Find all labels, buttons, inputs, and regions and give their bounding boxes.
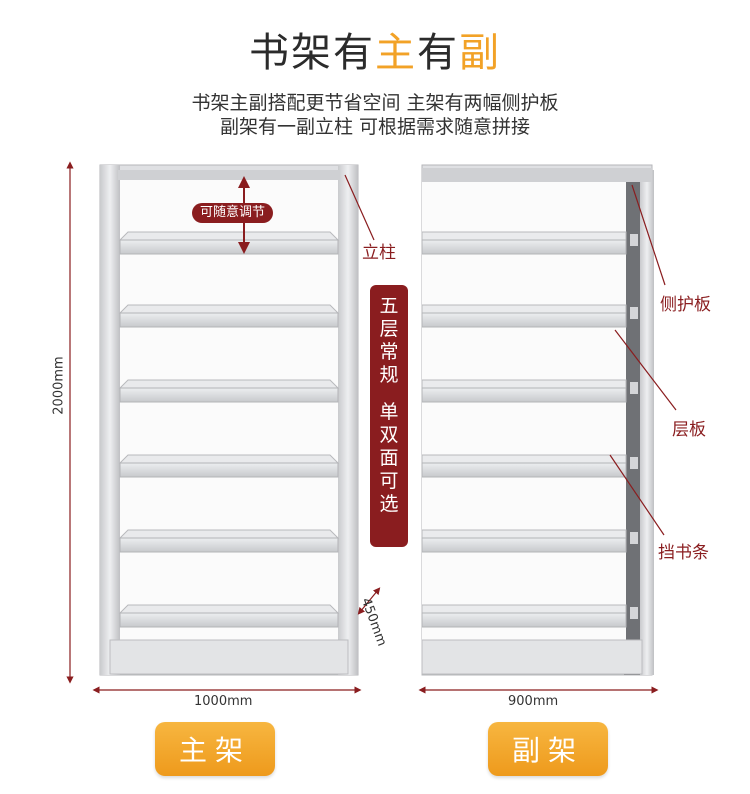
sub-shelf-board [421,454,627,464]
main-shelf-front [119,387,339,403]
sub-shelf-board [421,231,627,241]
banner-char: 常 [379,341,399,363]
main-shelf-front [119,612,339,628]
title-part-1: 书架有 [249,30,375,76]
sub-shelf-slot [630,307,638,319]
main-shelf-board [118,604,340,614]
main-shelf-board [118,304,340,314]
sub-width-label: 900mm [508,694,559,709]
banner-char: 面 [379,447,399,469]
adjustable-badge: 可随意调节 [192,203,274,223]
sub-shelf-board [421,379,627,389]
main-shelf-button[interactable]: 主架 [155,722,275,776]
main-shelf-front [119,239,339,255]
sub-shelf-front [421,387,627,403]
leader-book-stop [609,454,665,536]
banner-char: 层 [379,318,399,340]
page-title: 书架有主有副 [0,20,750,78]
banner-char: 单 [379,401,399,423]
sub-shelf-slot [630,457,638,469]
banner-char: 选 [379,493,399,515]
banner-char: 五 [379,295,399,317]
layers-banner: 五 层 常 规 单 双 面 可 选 [370,285,408,547]
sub-shelf-unit [421,164,654,676]
leader-side-panel [631,184,666,286]
sub-shelf-front [421,462,627,478]
sub-shelf-front [421,312,627,328]
title-part-2: 有 [417,30,459,76]
banner-char: 可 [379,470,399,492]
main-shelf-unit [99,164,359,676]
main-shelf-board [118,231,340,241]
title-accent-sub: 副 [459,30,501,76]
label-column: 立柱 [362,243,396,263]
sub-shelf-front [421,537,627,553]
main-shelf-front [119,462,339,478]
label-shelf: 层板 [672,420,706,440]
main-shelf-front [119,312,339,328]
sub-shelf-front [421,239,627,255]
sub-shelf-board [421,304,627,314]
main-shelf-board [118,529,340,539]
sub-shelf-button[interactable]: 副架 [488,722,608,776]
label-side-panel: 侧护板 [660,295,711,315]
main-shelf-board [118,454,340,464]
sub-shelf-board [421,529,627,539]
banner-char: 规 [379,364,399,386]
sub-shelf-slot [630,607,638,619]
main-shelf-board [118,379,340,389]
sub-shelf-front [421,612,627,628]
sub-shelf-slot [630,234,638,246]
leader-column [344,174,375,241]
leader-shelf [614,329,677,411]
banner-char: 双 [379,424,399,446]
subtitle-line-2: 副架有一副立柱 可根据需求随意拼接 [219,116,531,138]
main-width-label: 1000mm [194,694,253,709]
sub-shelf-slot [630,382,638,394]
sub-shelf-slot [630,532,638,544]
main-shelf-front [119,537,339,553]
subtitle-line-1: 书架主副搭配更节省空间 主架有两幅侧护板 [191,92,559,114]
depth-dimension-line [357,587,381,615]
height-dimension-label: 2000mm [51,356,67,415]
label-book-stop: 挡书条 [658,543,709,563]
sub-shelf-board [421,604,627,614]
title-accent-main: 主 [375,30,417,76]
